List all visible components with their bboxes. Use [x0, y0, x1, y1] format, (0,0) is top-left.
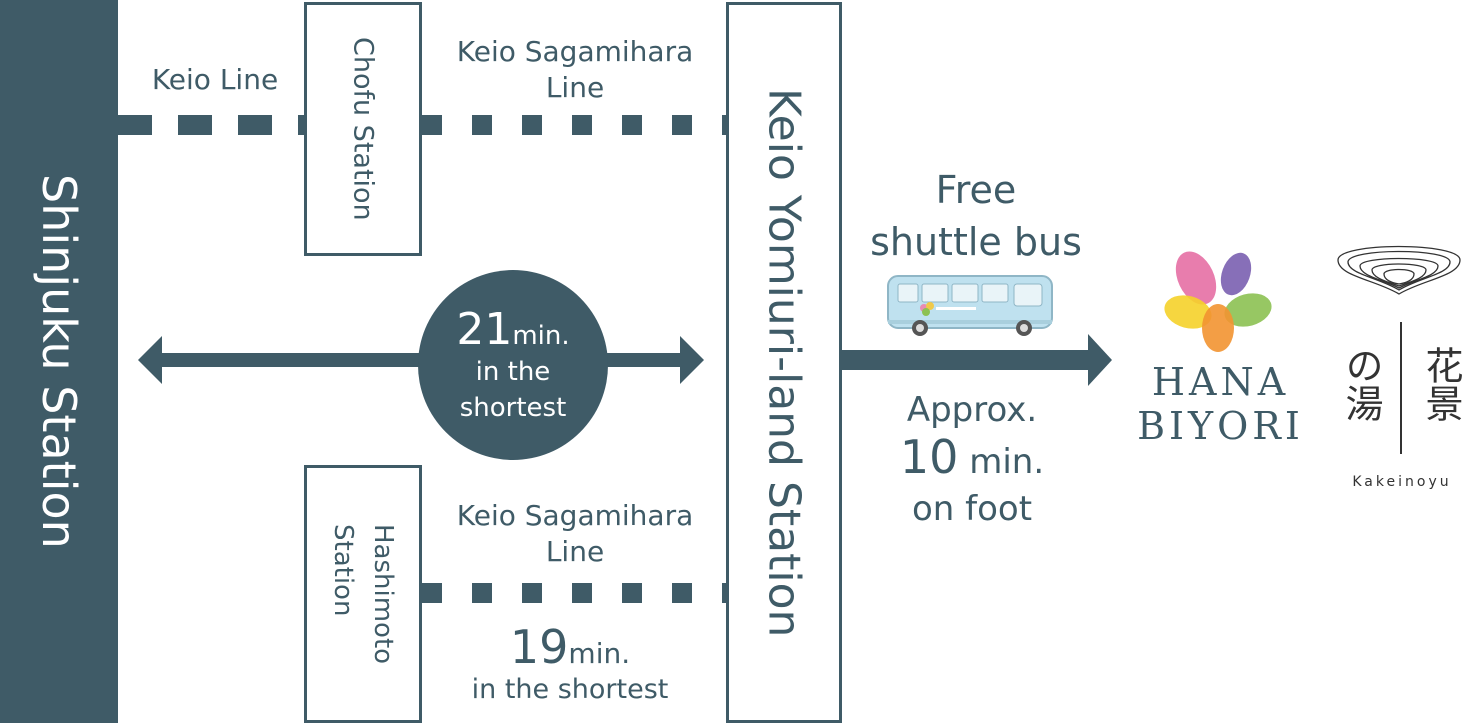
yomiuri-land-station-label: Keio Yomiuri-land Station — [758, 87, 810, 638]
time-bottom-note: in the shortest — [471, 674, 669, 705]
kakeinoyu-jp-left: の湯 — [1339, 346, 1383, 422]
kakeinoyu-rings-logo — [1337, 245, 1461, 295]
time-center-value: 21min. — [418, 304, 608, 355]
time-center-note: in the shortest — [418, 354, 608, 426]
shinjuku-station-label: Shinjuku Station — [32, 174, 86, 549]
right-arrow — [842, 334, 1112, 386]
sagamihara-bottom-line2: Line — [545, 535, 605, 568]
sagamihara-line-bottom-dashes — [422, 583, 726, 603]
bus-icon — [887, 275, 1053, 336]
hashimoto-label-line2: Station — [328, 523, 358, 617]
hana-biyori-line2: BIYORI — [1137, 404, 1304, 448]
sagamihara-line-top-dashes — [422, 115, 726, 135]
kakeinoyu-divider — [1400, 322, 1402, 454]
shuttle-label-line2: shuttle bus — [870, 220, 1082, 264]
walk-unit: min. — [969, 442, 1045, 482]
time-center-unit: min. — [512, 321, 570, 351]
hana-biyori-flower-logo — [1164, 251, 1272, 352]
walk-line1: Approx. — [906, 390, 1038, 430]
hashimoto-station-label: Hashimoto Station — [323, 524, 403, 664]
chofu-station-label: Chofu Station — [347, 37, 379, 221]
walk-time-label: Approx. 10 min. on foot — [858, 388, 1086, 531]
shuttle-bus-label: Free shuttle bus — [848, 164, 1104, 268]
yomiuri-land-station-box: Keio Yomiuri-land Station — [726, 2, 842, 723]
sagamihara-line-top-label: Keio Sagamihara Line — [430, 34, 720, 106]
hashimoto-label-line1: Hashimoto — [368, 523, 398, 665]
time-center-note-line1: in the — [475, 357, 551, 387]
keio-line-dashes — [118, 115, 304, 135]
hashimoto-station-box: Hashimoto Station — [304, 465, 422, 723]
time-center-number: 21 — [456, 304, 513, 355]
hana-biyori-line1: HANA — [1151, 360, 1290, 404]
time-bottom-number: 19 — [509, 620, 569, 674]
time-center-note-line2: shortest — [459, 393, 567, 423]
keio-line-label: Keio Line — [151, 63, 279, 96]
walk-number: 10 — [899, 430, 959, 484]
kakeinoyu-romaji: Kakeinoyu — [1352, 474, 1452, 490]
walk-line3: on foot — [911, 489, 1033, 529]
time-bottom-value: 19min. — [440, 620, 700, 674]
kakeinoyu-jp-right: 花景 — [1419, 346, 1463, 422]
sagamihara-top-line1: Keio Sagamihara — [456, 35, 694, 68]
shuttle-label-line1: Free — [935, 168, 1017, 212]
chofu-station-box: Chofu Station — [304, 2, 422, 256]
walk-line2: 10 min. — [858, 432, 1086, 487]
shinjuku-station-label-wrap: Shinjuku Station — [0, 0, 118, 723]
travel-time-circle: 21min. in the shortest — [418, 270, 608, 460]
sagamihara-top-line2: Line — [545, 71, 605, 104]
hana-biyori-wordmark: HANA BIYORI — [1118, 360, 1323, 448]
shinjuku-station-block — [0, 0, 118, 723]
time-bottom-unit: min. — [568, 637, 631, 670]
sagamihara-bottom-line1: Keio Sagamihara — [456, 499, 694, 532]
sagamihara-line-bottom-label: Keio Sagamihara Line — [430, 498, 720, 570]
